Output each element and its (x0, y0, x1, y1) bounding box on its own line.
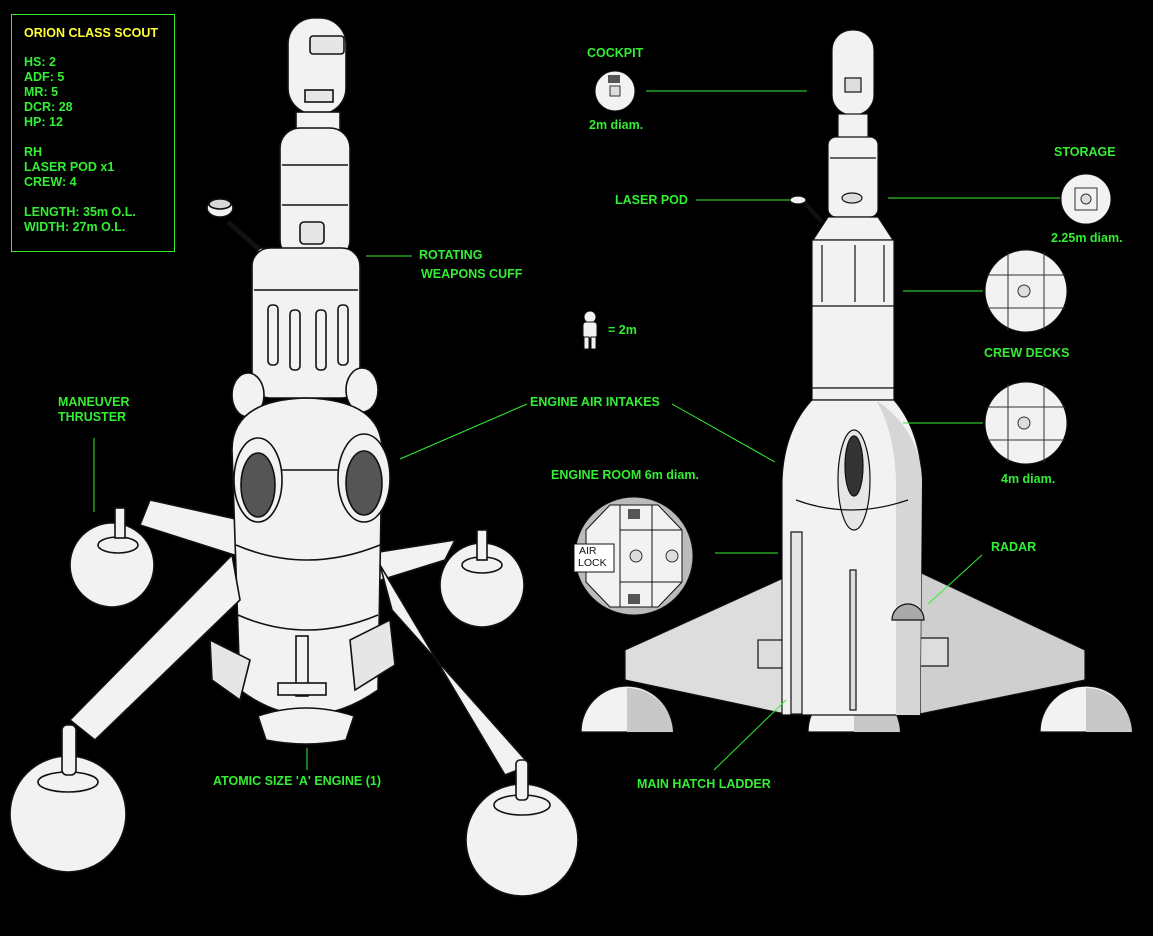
ship-class-title: ORION CLASS SCOUT (24, 26, 159, 40)
side-laser-pod (789, 195, 807, 205)
label-rotating: ROTATING (419, 248, 483, 262)
side-radar-dome (891, 603, 925, 621)
label-scale: = 2m (608, 323, 637, 337)
leader-intake-side (671, 403, 776, 463)
label-atomic-engine: ATOMIC SIZE 'A' ENGINE (1) (213, 774, 381, 788)
iso-leg-front-right (379, 564, 532, 776)
stats-group-1: HS: 2 ADF: 5 MR: 5 DCR: 28 HP: 12 (24, 55, 162, 130)
leader-radar (927, 554, 983, 605)
stat-adf: ADF: 5 (24, 70, 65, 84)
label-engine-room: ENGINE ROOM 6m diam. (551, 468, 699, 482)
side-storage (827, 136, 879, 218)
cross-sections (573, 70, 1112, 616)
label-weapons-cuff: WEAPONS CUFF (421, 267, 523, 281)
stats-group-2: RH LASER POD x1 CREW: 4 (24, 145, 162, 190)
side-cockpit (831, 29, 875, 116)
label-storage: STORAGE (1054, 145, 1116, 159)
stat-length: LENGTH: 35m O.L. (24, 205, 136, 219)
label-maneuver: MANEUVER (58, 395, 130, 409)
stat-dcr: DCR: 28 (24, 100, 73, 114)
label-lock: LOCK (578, 557, 607, 569)
air-lock-box (573, 543, 615, 573)
iso-ship (9, 17, 579, 897)
stats-panel: ORION CLASS SCOUT HS: 2 ADF: 5 MR: 5 DCR… (11, 14, 175, 252)
label-laser-pod: LASER POD (615, 193, 688, 207)
label-crew-decks: CREW DECKS (984, 346, 1070, 360)
label-engine-air-intakes: ENGINE AIR INTAKES (530, 395, 660, 409)
stat-width: WIDTH: 27m O.L. (24, 220, 126, 234)
stat-hs: HS: 2 (24, 55, 56, 69)
label-storage-diam: 2.25m diam. (1051, 231, 1123, 245)
iso-engine-nozzle (256, 707, 356, 745)
label-crew-diam: 4m diam. (1001, 472, 1056, 486)
side-crew-section (811, 239, 895, 389)
scale-figure (582, 310, 598, 350)
stats-group-3: LENGTH: 35m O.L. WIDTH: 27m O.L. (24, 205, 162, 235)
iso-leg-front-left (68, 553, 241, 742)
stat-rh: RH (24, 145, 43, 159)
leader-hatch (713, 699, 787, 771)
stat-laser-pod: LASER POD x1 (24, 160, 115, 174)
stat-mr: MR: 5 (24, 85, 59, 99)
label-air: AIR (579, 545, 597, 557)
iso-pod-back-left (69, 522, 155, 608)
label-cockpit: COCKPIT (587, 46, 644, 60)
side-hatch-ladder (790, 531, 803, 715)
label-radar: RADAR (991, 540, 1037, 554)
label-cockpit-diam: 2m diam. (589, 118, 644, 132)
label-main-hatch: MAIN HATCH LADDER (637, 777, 771, 791)
leader-lines (93, 90, 1060, 771)
leader-intake-iso (399, 403, 528, 460)
stat-hp: HP: 12 (24, 115, 63, 129)
stat-crew: CREW: 4 (24, 175, 77, 189)
side-ship (580, 29, 1133, 733)
label-thruster: THRUSTER (58, 410, 127, 424)
